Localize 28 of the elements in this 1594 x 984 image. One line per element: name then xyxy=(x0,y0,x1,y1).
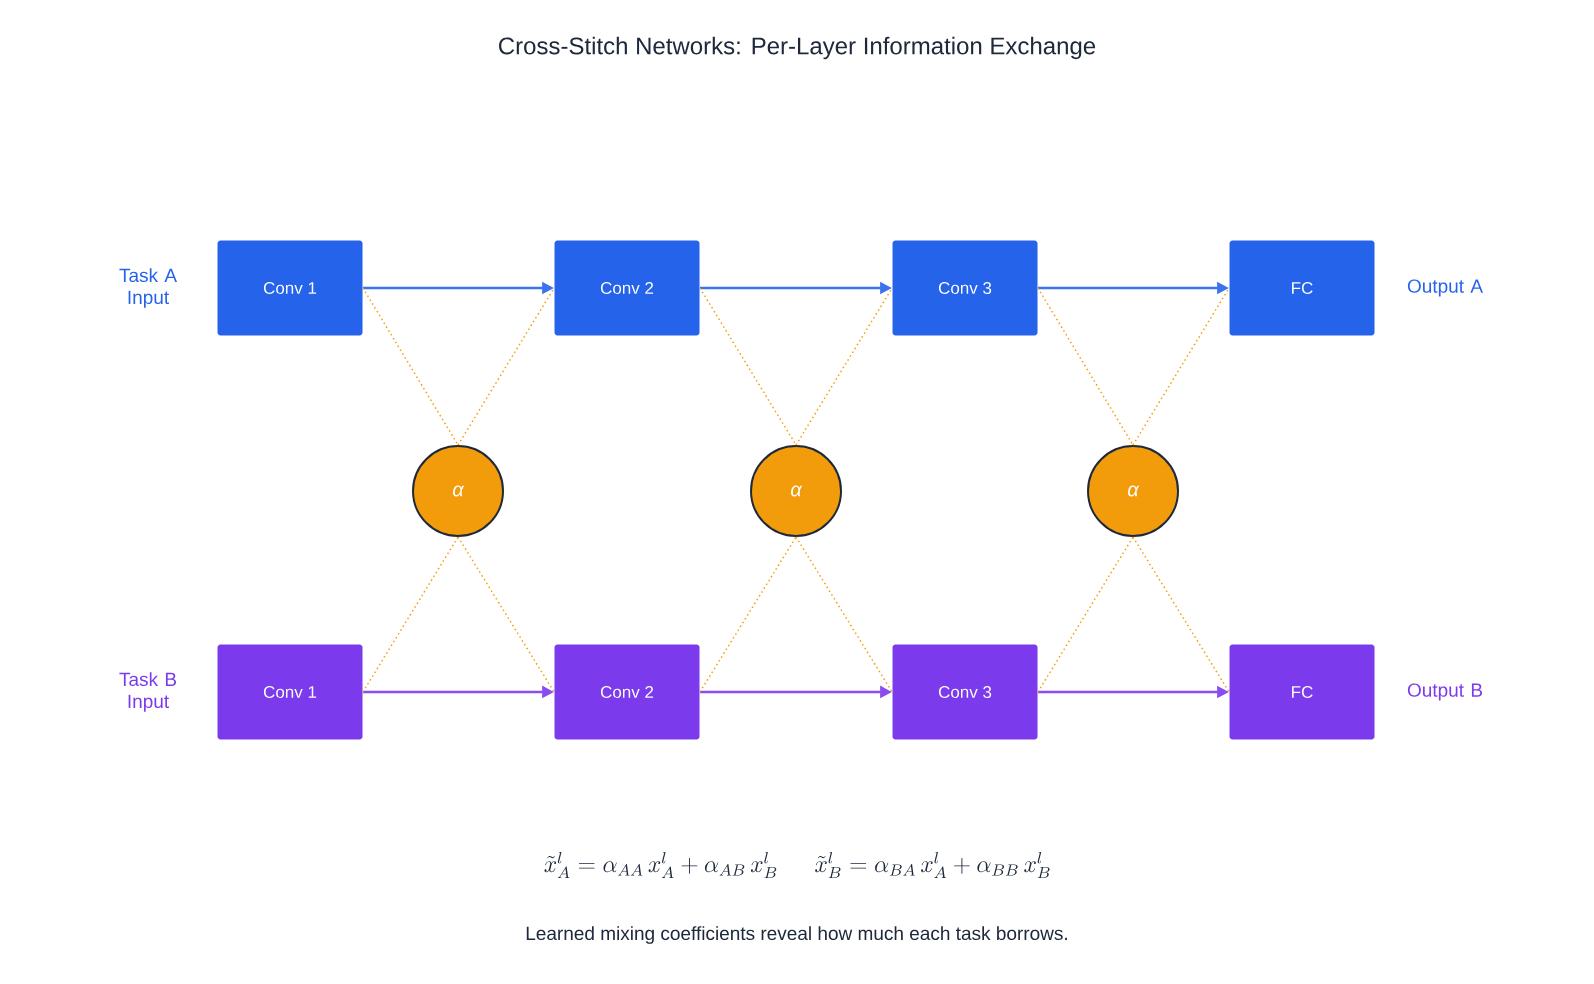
connector xyxy=(795,287,893,446)
layer-box: Conv 2 xyxy=(554,240,700,336)
connector xyxy=(1132,287,1230,446)
side-label: Task A Input xyxy=(119,268,177,308)
connector xyxy=(362,287,459,446)
layer-box: Conv 3 xyxy=(892,240,1038,336)
layer-box: FC xyxy=(1229,240,1375,336)
connector xyxy=(1037,536,1134,693)
connector xyxy=(1037,287,1134,446)
layer-box: FC xyxy=(1229,644,1375,740)
connector xyxy=(457,536,555,693)
layer-box: Conv 3 xyxy=(892,644,1038,740)
connector xyxy=(457,287,555,446)
caption: Learned mixing coefficients reveal how much each task borrows. xyxy=(526,926,1067,944)
formula: $\tilde{x}_B^l = \alpha_{BA}\, x_A^l + \alpha_{BB}\, x_B^l$ xyxy=(815,852,1050,878)
side-label: Output A xyxy=(1407,279,1483,297)
side-label: Output B xyxy=(1407,683,1482,701)
layer-box: Conv 2 xyxy=(554,644,700,740)
layer-box: Conv 1 xyxy=(217,644,363,740)
title: Cross-Stitch Networks: Per-Layer Information Exchange xyxy=(499,36,1096,60)
layer-box: Conv 1 xyxy=(217,240,363,336)
connector xyxy=(699,536,797,693)
side-label: Task B Input xyxy=(119,672,177,712)
connector xyxy=(795,536,893,693)
connector xyxy=(1132,536,1230,693)
connector xyxy=(362,536,459,693)
formula: $\tilde{x}_A^l = \alpha_{AA}\, x_A^l + \alpha_{AB}\, x_B^l$ xyxy=(544,852,777,878)
connector xyxy=(699,287,797,446)
